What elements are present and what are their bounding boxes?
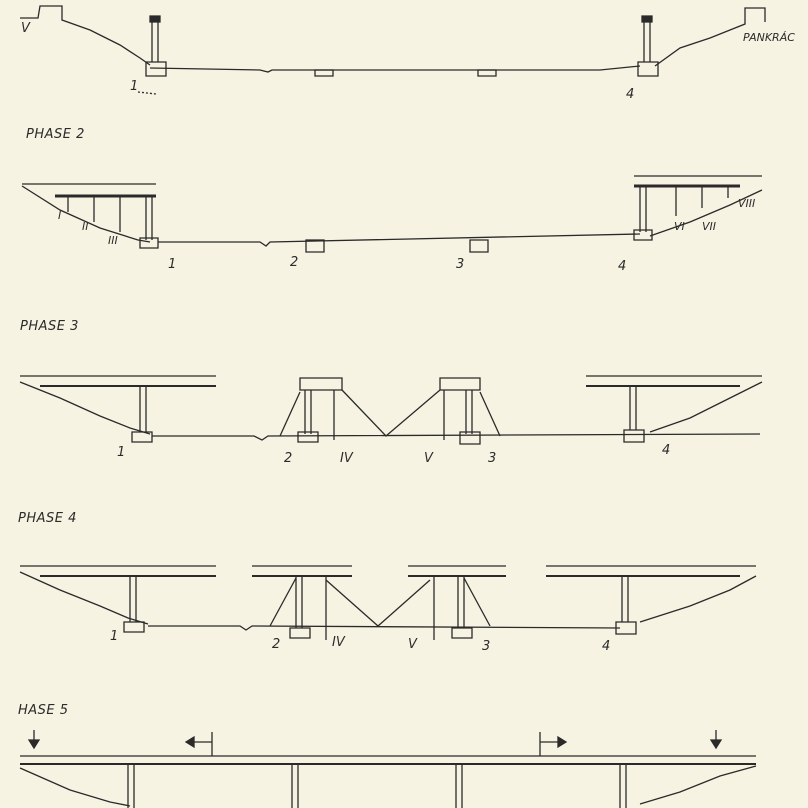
pier-2-footing-4 [290,628,310,638]
foundation-4 [638,62,658,76]
phase1-pier-1: 1 [130,79,139,94]
left-bank-slope [22,186,150,242]
phase2-pier-2: 2 [290,255,299,270]
pier-3-footing-3 [460,432,480,444]
phase2-prop-VII: VII [702,220,717,233]
valley-floor-3 [152,434,760,440]
footing-3-trace [478,70,496,76]
phase2-prop-II: II [82,220,89,233]
phase2-pier-3: 3 [456,257,465,272]
phase4-support-V: V [408,637,417,652]
phase4-pier-1: 1 [110,629,119,644]
phase-4-title: PHASE 4 [18,511,77,526]
phase3-pier-1: 1 [117,445,126,460]
pier-4-cap [642,16,652,22]
left-bank-terrain [20,6,150,65]
phase3-pier-4: 4 [662,443,671,458]
stay-center-4 [326,580,430,626]
phase3-pier-3: 3 [488,451,497,466]
phase2-pier-1: 1 [168,257,177,272]
phase4-pier-2: 2 [272,637,281,652]
cable-stay-V [480,392,500,436]
pier-3-frame [440,378,480,390]
stay-right-4 [464,578,490,626]
right-bank-4 [640,576,756,622]
valley-floor-2 [158,234,640,246]
phase2-pier-4: 4 [618,259,627,274]
stay-left-4 [270,578,296,626]
phase1-pier-4: 4 [626,87,635,102]
arrow-left-icon [186,732,212,756]
phase2-prop-VI: VI [674,220,685,233]
phase3-support-V: V [424,451,433,466]
phase2-prop-III: III [108,234,118,247]
valley-floor-4 [148,626,620,630]
foundation-1 [146,62,166,76]
right-bank-5 [640,766,756,804]
arrow-down-icon [29,730,39,748]
phase-2-title: PHASE 2 [26,127,85,142]
pier-2-frame [300,378,342,390]
phase4-pier-3: 3 [482,639,491,654]
pier-1-footing-4 [124,622,144,632]
right-bank-slope [650,190,762,236]
arrow-down-icon [711,730,721,748]
pier-2-footing [306,240,324,252]
phase4-support-IV: IV [332,635,345,650]
phase-2-drawing [22,176,762,252]
phase3-support-IV: IV [340,451,353,466]
phase-3-drawing [20,376,762,444]
leader-line-1 [138,92,156,94]
phase2-prop-I: I [58,209,62,222]
label-left-place: V [21,21,30,36]
left-bank-4 [20,572,148,624]
pier-3-footing-4 [452,628,472,638]
left-bank-3 [20,382,150,434]
label-right-place: PANKRÁC [743,31,795,44]
pier-1-footing [140,238,158,248]
right-bank-3 [650,382,762,432]
pier-3-footing [470,240,488,252]
left-bank-5 [20,768,130,806]
phase2-prop-VIII: VIII [738,197,756,210]
phase-5-drawing [20,730,756,808]
pier-4-footing [634,230,652,240]
phase4-pier-4: 4 [602,639,611,654]
pier-1-footing-3 [132,432,152,442]
phase-3-title: PHASE 3 [20,319,79,334]
pier-1-cap [150,16,160,22]
valley-floor [150,66,640,72]
phase3-pier-2: 2 [284,451,293,466]
footing-2-trace [315,70,333,76]
cable-stay-IV [280,392,300,436]
pier-2-footing-3 [298,432,318,442]
phase-1-drawing [20,6,765,94]
pier-4-footing-4 [616,622,636,634]
pier-4-footing-3 [624,430,644,442]
phase-4-drawing [20,566,756,640]
right-bank-terrain [655,8,765,66]
cable-stay-center [342,390,440,436]
arrow-right-icon [540,732,566,756]
phase-5-title: HASE 5 [18,703,69,718]
